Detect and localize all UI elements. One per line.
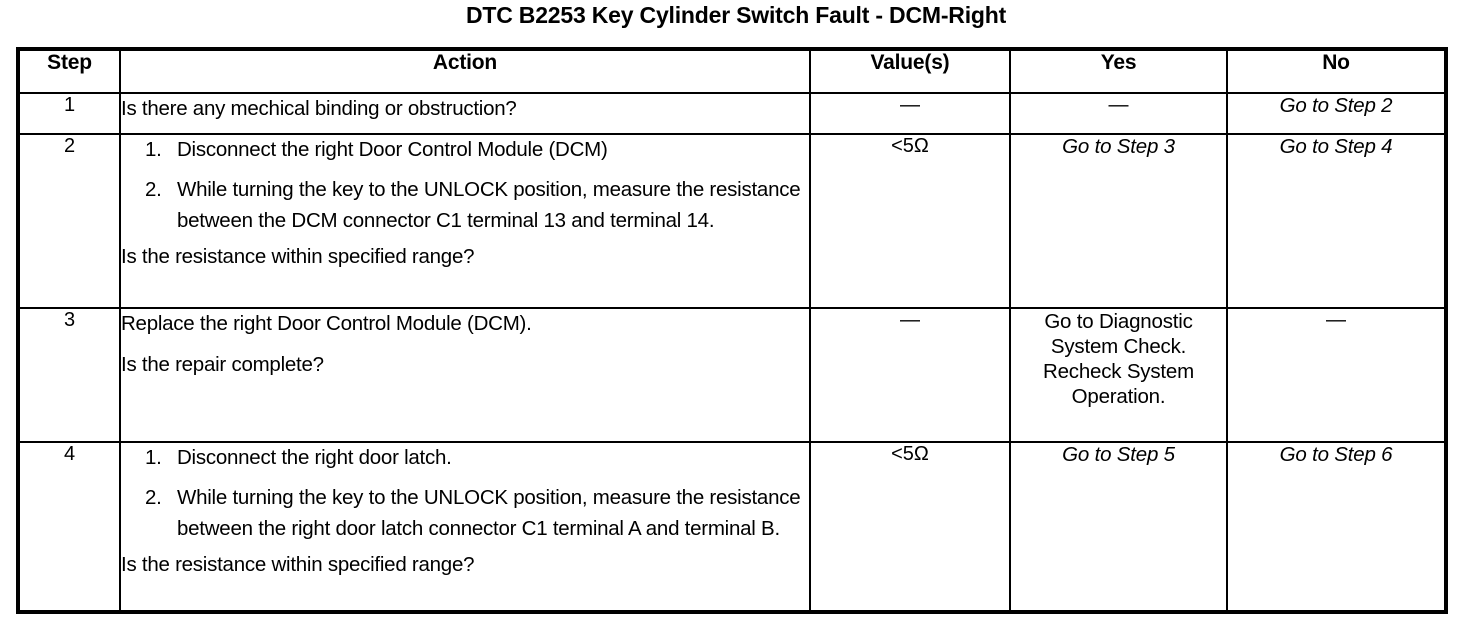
value-dash: —: [900, 309, 920, 331]
value-dash: —: [900, 94, 920, 116]
action-question-text: Is the resistance within specified range…: [121, 245, 475, 269]
action-lead-text: Is there any mechical binding or obstruc…: [121, 97, 517, 120]
no-cell: —: [1226, 307, 1447, 443]
action-cell: Replace the right Door Control Module (D…: [119, 307, 811, 443]
step-number: 1: [17, 92, 121, 135]
column-header-no: No: [1226, 48, 1447, 94]
table-row: 4 1. Disconnect the right door latch. 2.…: [17, 441, 1447, 613]
list-item: 1. Disconnect the right Door Control Mod…: [121, 135, 809, 166]
table-row: 2 1. Disconnect the right Door Control M…: [17, 133, 1447, 309]
value-cell: —: [809, 92, 1011, 135]
action-cell: Is there any mechical binding or obstruc…: [119, 92, 811, 135]
goto-reference: Go to Step 2: [1279, 94, 1393, 117]
header-row: Step Action Value(s) Yes No: [17, 48, 1447, 94]
list-item-text: While turning the key to the UNLOCK posi…: [177, 485, 801, 540]
list-item-text: Disconnect the right door latch.: [177, 446, 452, 469]
list-item: 2. While turning the key to the UNLOCK p…: [121, 175, 809, 237]
yes-cell: Go to Step 3: [1009, 133, 1228, 309]
no-cell: Go to Step 2: [1226, 92, 1447, 135]
action-lead-text: Replace the right Door Control Module (D…: [121, 312, 532, 335]
list-item-text: Disconnect the right Door Control Module…: [177, 138, 608, 161]
column-header-yes: Yes: [1009, 48, 1228, 94]
list-item: 2. While turning the key to the UNLOCK p…: [121, 483, 809, 545]
step-number: 3: [17, 307, 121, 443]
goto-reference: Go to Step 4: [1279, 135, 1393, 158]
action-step-list: 1. Disconnect the right Door Control Mod…: [121, 135, 809, 236]
list-item-text: While turning the key to the UNLOCK posi…: [177, 177, 801, 232]
goto-reference: Go to Step 5: [1062, 443, 1175, 466]
yes-dash: —: [1108, 94, 1129, 116]
no-cell: Go to Step 6: [1226, 441, 1447, 613]
list-item-number: 2.: [145, 485, 162, 509]
no-dash: —: [1326, 309, 1346, 331]
goto-reference: Go to Step 3: [1062, 135, 1175, 158]
yes-cell: —: [1009, 92, 1228, 135]
column-header-step: Step: [17, 48, 121, 94]
column-header-value: Value(s): [809, 48, 1011, 94]
table-body: 1 Is there any mechical binding or obstr…: [17, 92, 1447, 613]
action-step-list: 1. Disconnect the right door latch. 2. W…: [121, 443, 809, 544]
value-cell: <5Ω: [809, 441, 1011, 613]
list-item-number: 1.: [145, 446, 162, 469]
yes-cell: Go to Diagnostic System Check. Recheck S…: [1009, 307, 1228, 443]
table-row: 3 Replace the right Door Control Module …: [17, 307, 1447, 443]
list-item-number: 1.: [145, 138, 162, 161]
column-header-action: Action: [119, 48, 811, 94]
action-question-text: Is the resistance within specified range…: [121, 553, 475, 577]
step-number: 2: [17, 133, 121, 309]
action-cell: 1. Disconnect the right Door Control Mod…: [119, 133, 811, 309]
table-row: 1 Is there any mechical binding or obstr…: [17, 92, 1447, 135]
diagnostic-steps-table: Step Action Value(s) Yes No 1 Is there a…: [16, 47, 1448, 614]
list-item-number: 2.: [145, 177, 162, 201]
step-number: 4: [17, 441, 121, 613]
page-title: DTC B2253 Key Cylinder Switch Fault - DC…: [465, 2, 1007, 28]
action-cell: 1. Disconnect the right door latch. 2. W…: [119, 441, 811, 613]
yes-cell: Go to Step 5: [1009, 441, 1228, 613]
no-cell: Go to Step 4: [1226, 133, 1447, 309]
value-cell: <5Ω: [809, 133, 1011, 309]
list-item: 1. Disconnect the right door latch.: [121, 443, 809, 474]
value-cell: —: [809, 307, 1011, 443]
goto-reference: Go to Step 6: [1279, 443, 1393, 466]
table-header: Step Action Value(s) Yes No: [17, 48, 1447, 94]
action-question-text: Is the repair complete?: [121, 352, 324, 376]
